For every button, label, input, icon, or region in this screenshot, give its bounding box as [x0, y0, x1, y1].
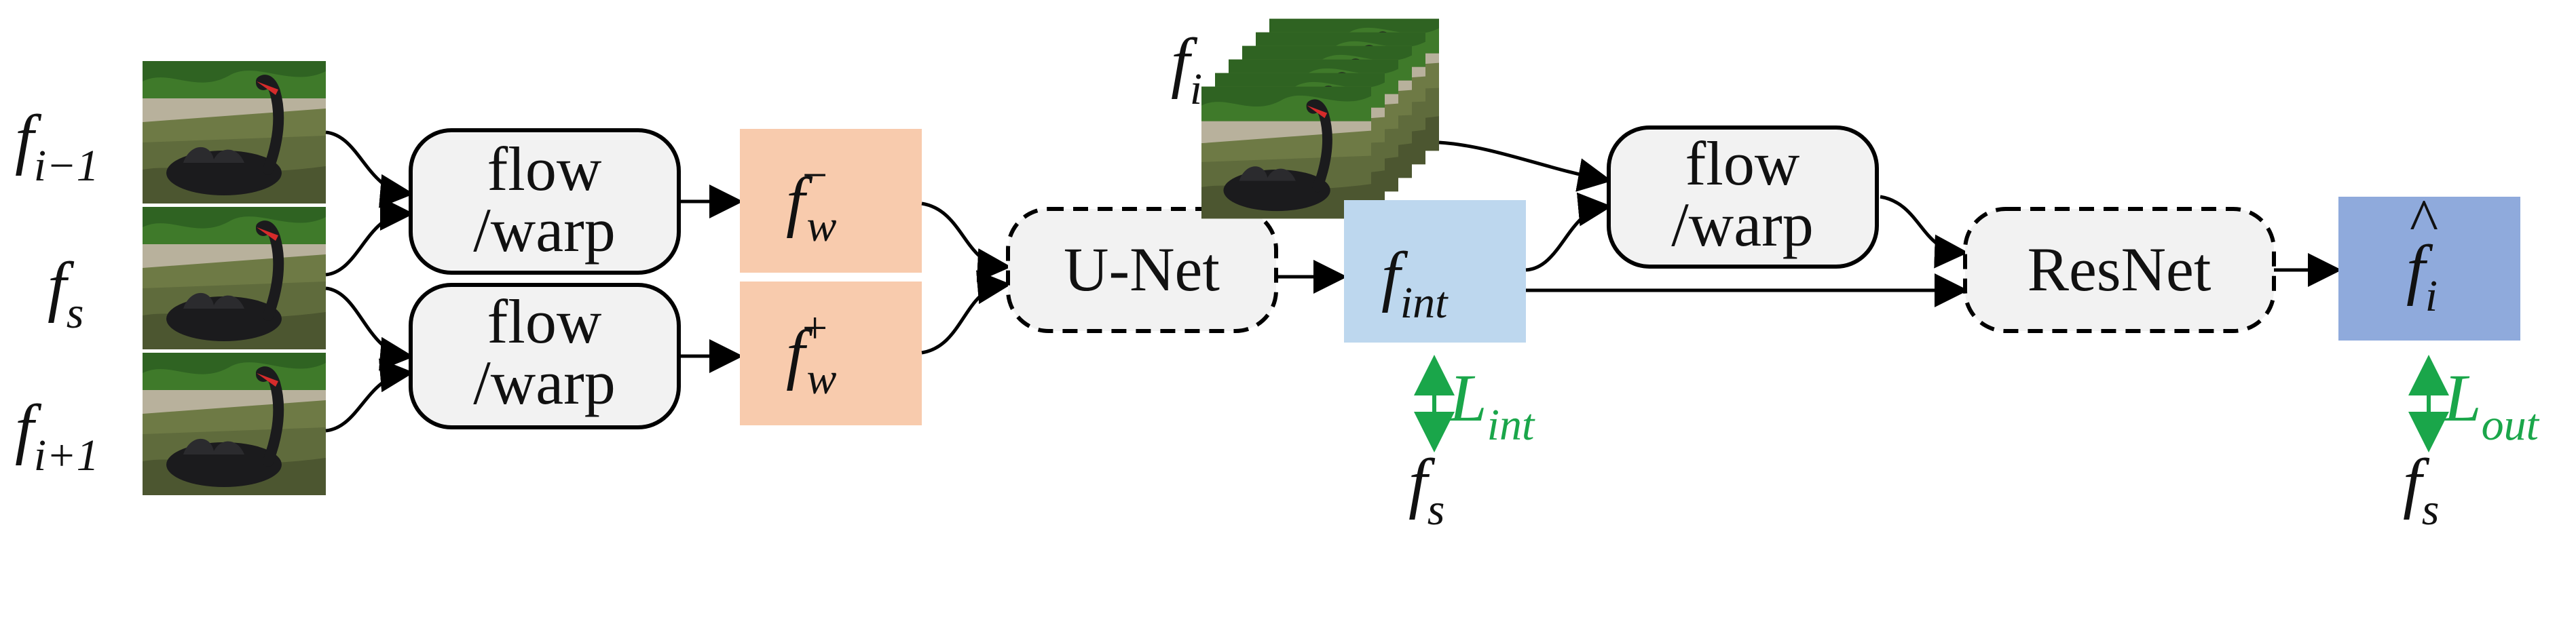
warp-label-top: /warp [473, 195, 615, 265]
flow-warp-module-top: flow /warp [409, 128, 681, 275]
flow-warp-module-right: flow /warp [1607, 125, 1879, 269]
loss-int-label: Lint [1448, 360, 1535, 450]
svg-text:f−w: f−w [786, 151, 836, 251]
resnet-module: ResNet [1963, 207, 2276, 333]
unet-input-arrows [921, 201, 1011, 355]
input-photo-prev [143, 61, 326, 204]
intermediate-frame: fint [1344, 200, 1526, 343]
flow-warp-module-bottom: flow /warp [409, 283, 681, 429]
warp-label-right: /warp [1671, 190, 1813, 259]
label-f-next: fi+1 [15, 391, 99, 480]
target-out-label: fs [2403, 445, 2439, 535]
target-int-label: fs [1408, 445, 1444, 535]
flow-label-right: flow [1685, 129, 1800, 198]
input-photo-cur [143, 207, 326, 349]
label-f-prev: fi−1 [15, 101, 99, 191]
input-photo-next [143, 353, 326, 495]
input-arrows [325, 130, 414, 433]
warped-frame-plus: f+w [740, 282, 922, 425]
flow-label-bottom: flow [487, 287, 602, 356]
svg-text:f+w: f+w [786, 303, 836, 404]
warp-arrows [679, 185, 743, 373]
stacked-photos [1201, 0, 1439, 218]
warp-label-bottom: /warp [473, 348, 615, 417]
unet-module: U-Net [1006, 207, 1278, 333]
unet-label: U-Net [1064, 235, 1220, 304]
flow-label-top: flow [487, 134, 602, 204]
loss-out-label: Lout [2442, 360, 2540, 450]
output-frame: fi ^ [2338, 187, 2520, 341]
warped-frame-minus: f−w [740, 129, 922, 273]
label-f-i-stack: fi [1171, 24, 1202, 114]
output-hat: ^ [2408, 187, 2438, 254]
resnet-label: ResNet [2028, 235, 2211, 304]
label-f-s: fs [48, 248, 83, 338]
right-flow-arrows [1438, 140, 1968, 307]
